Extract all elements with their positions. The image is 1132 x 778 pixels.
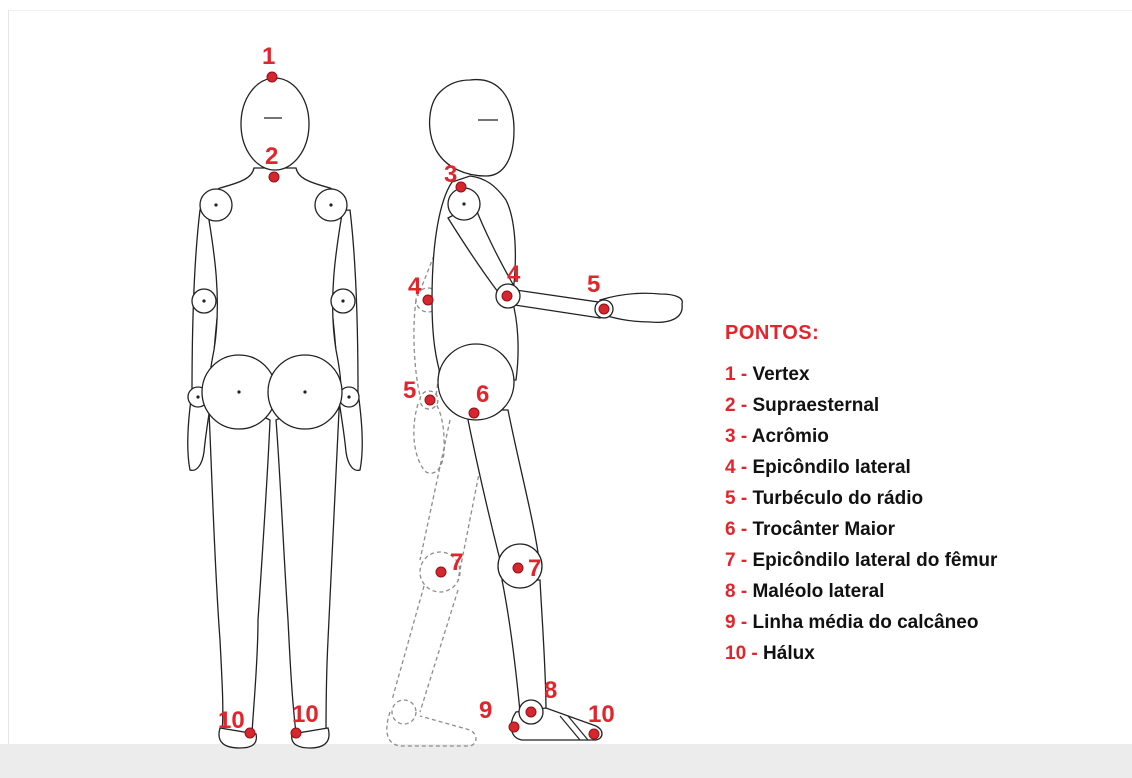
legend-item: 6 - Trocânter Maior [725, 514, 1125, 545]
front-label-hallux-left: 10 [218, 707, 245, 734]
side-thigh [466, 410, 540, 566]
side-label-trochanter: 6 [476, 381, 489, 408]
side-point-heel [509, 722, 519, 732]
side-label-radial-raised: 5 [587, 271, 600, 298]
side-figure: 3 4 5 6 7 7 4 5 8 9 10 [403, 80, 682, 740]
legend-item-number: 2 [725, 395, 736, 416]
ghost-shin [392, 586, 458, 712]
front-left-leg [208, 390, 270, 733]
legend-item-number: 1 [725, 364, 736, 385]
legend-item-label: Vertex [752, 364, 809, 385]
front-label-vertex: 1 [262, 43, 275, 70]
ghost-hand [414, 404, 444, 473]
legend-item-number: 6 [725, 519, 736, 540]
legend-item: 8 - Maléolo lateral [725, 576, 1125, 607]
side-point-malleolus [526, 707, 536, 717]
front-right-leg [276, 390, 340, 733]
legend-item: 9 - Linha média do calcâneo [725, 607, 1125, 638]
side-label-femur-ghost: 7 [450, 549, 463, 576]
side-joint-centers [462, 202, 465, 205]
front-point-suprasternal [269, 172, 279, 182]
legend-item: 1 - Vertex [725, 359, 1125, 390]
front-point-hallux-right [291, 728, 301, 738]
front-point-hallux-left [245, 728, 255, 738]
side-point-radial-hanging [425, 395, 435, 405]
front-point-vertex [267, 72, 277, 82]
legend-item-number: 5 [725, 488, 736, 509]
side-label-epicondyle-raised: 4 [507, 261, 521, 288]
legend-item-number: 7 [725, 550, 736, 571]
side-point-radial-raised [599, 304, 609, 314]
side-head [430, 80, 514, 176]
legend-item-number: 8 [725, 581, 736, 602]
legend-item: 4 - Epicôndilo lateral [725, 452, 1125, 483]
points-legend: PONTOS: 1 - Vertex 2 - Supraesternal 3 -… [725, 322, 1125, 669]
ghost-foot [387, 712, 476, 746]
legend-item-label: Hálux [763, 643, 815, 664]
side-label-malleolus: 8 [544, 677, 557, 704]
legend-title: PONTOS: [725, 322, 1125, 346]
front-figure: 1 2 10 10 [188, 43, 362, 748]
ghost-ankle-joint [392, 700, 416, 724]
side-point-hallux [589, 729, 599, 739]
legend-item-label: Acrômio [752, 426, 829, 447]
legend-item: 5 - Turbéculo do rádio [725, 483, 1125, 514]
legend-item: 7 - Epicôndilo lateral do fêmur [725, 545, 1125, 576]
legend-item-number: 9 [725, 612, 736, 633]
side-label-acromion: 3 [444, 161, 457, 188]
front-label-suprasternal: 2 [265, 143, 278, 170]
legend-item-number: 10 [725, 643, 746, 664]
legend-item-number: 3 [725, 426, 736, 447]
legend-item-label: Linha média do calcâneo [752, 612, 978, 633]
legend-item-number: 4 [725, 457, 736, 478]
side-point-femur-ghost [436, 567, 446, 577]
side-label-femur: 7 [528, 555, 541, 582]
side-point-femur [513, 563, 523, 573]
side-point-acromion [456, 182, 466, 192]
side-point-trochanter [469, 408, 479, 418]
legend-item: 10 - Hálux [725, 638, 1125, 669]
legend-item-label: Epicôndilo lateral [752, 457, 910, 478]
legend-item-label: Turbéculo do rádio [752, 488, 923, 509]
legend-item-label: Supraesternal [752, 395, 879, 416]
front-label-hallux-right: 10 [292, 701, 319, 728]
side-point-epicondyle-raised [502, 291, 512, 301]
side-point-epicondyle-hanging [423, 295, 433, 305]
legend-item-label: Epicôndilo lateral do fêmur [752, 550, 997, 571]
side-label-hallux: 10 [588, 701, 615, 728]
side-label-radial-hanging: 5 [403, 377, 416, 404]
legend-item-label: Trocânter Maior [752, 519, 895, 540]
side-label-epicondyle-hanging: 4 [408, 273, 422, 300]
side-label-heel: 9 [479, 697, 492, 724]
side-shin [502, 580, 546, 712]
legend-item-label: Maléolo lateral [752, 581, 884, 602]
legend-item: 3 - Acrômio [725, 421, 1125, 452]
legend-item: 2 - Supraesternal [725, 390, 1125, 421]
